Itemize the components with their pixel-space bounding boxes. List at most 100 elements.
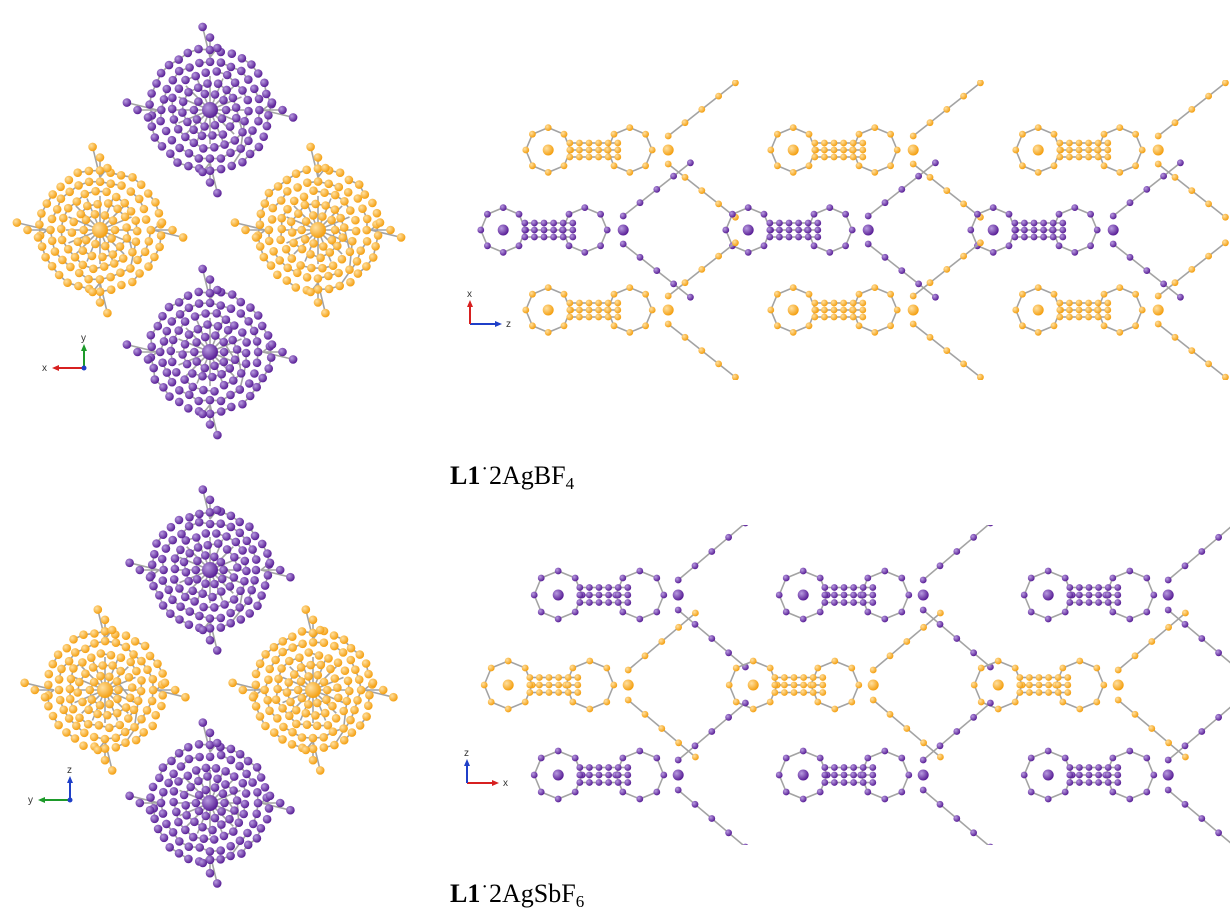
purple-atom (167, 104, 177, 114)
orange-atom (42, 199, 52, 208)
purple-atom (236, 369, 246, 378)
purple-atom (1215, 829, 1222, 837)
bond (656, 269, 675, 285)
orange-atom (79, 741, 88, 750)
orange-atom (1032, 144, 1044, 156)
orange-atom (732, 664, 740, 672)
purple-atom (227, 290, 237, 299)
orange-atom (126, 264, 135, 273)
orange-atom (1154, 160, 1162, 168)
purple-atom (497, 224, 509, 236)
purple-atom (203, 79, 212, 88)
bond (922, 609, 941, 625)
purple-atom (183, 771, 193, 781)
purple-atom (147, 342, 156, 352)
orange-atom (1054, 689, 1062, 696)
orange-atom (105, 672, 114, 682)
orange-chain-unit (480, 609, 699, 761)
orange-atom (542, 144, 554, 156)
purple-atom (254, 116, 263, 126)
purple-atom (776, 219, 783, 227)
orange-atom (144, 237, 154, 246)
purple-chain-unit (1020, 706, 1230, 844)
orange-atom (80, 728, 89, 738)
orange-atom (698, 106, 706, 113)
purple-atom (672, 769, 684, 781)
orange-atom (311, 711, 320, 720)
orange-atom (529, 322, 536, 330)
purple-atom (213, 285, 222, 295)
purple-atom (253, 788, 262, 797)
bond (912, 163, 931, 178)
orange-atom (126, 657, 135, 667)
purple-atom (174, 84, 184, 93)
purple-atom (244, 75, 253, 84)
axis-arrowhead (38, 797, 45, 803)
orange-atom (1056, 299, 1064, 307)
orange-atom (747, 679, 759, 691)
purple-atom (156, 116, 165, 126)
orange-atom (318, 263, 327, 273)
purple-atom (203, 540, 212, 550)
orange-atom (1066, 299, 1073, 307)
bond (701, 95, 720, 111)
orange-atom (255, 242, 265, 251)
orange-atom (1222, 239, 1229, 247)
purple-atom (797, 769, 809, 781)
orange-atom (610, 130, 618, 138)
purple-atom (192, 357, 201, 366)
orange-atom (1066, 153, 1073, 161)
purple-atom (262, 89, 271, 99)
bond (152, 229, 184, 239)
orange-atom (576, 146, 583, 154)
purple-atom (212, 738, 222, 748)
purple-atom (264, 804, 274, 813)
orange-atom (1075, 299, 1083, 307)
bond (929, 176, 948, 192)
orange-atom (251, 680, 261, 690)
orange-atom (339, 735, 349, 745)
purple-atom (217, 587, 226, 596)
purple-atom (170, 564, 180, 574)
orange-atom (131, 237, 141, 246)
axis-triad: xz (464, 748, 508, 789)
orange-atom (362, 225, 372, 235)
purple-atom (147, 89, 156, 98)
orange-atom (1152, 304, 1164, 316)
orange-atom (264, 188, 274, 198)
orange-atom (504, 657, 512, 665)
orange-atom (566, 146, 574, 154)
orange-atom (78, 246, 88, 255)
purple-atom (722, 226, 730, 234)
purple-atom (831, 771, 838, 779)
orange-atom (1093, 698, 1101, 706)
orange-atom (128, 247, 137, 257)
bond (1157, 282, 1176, 297)
purple-atom (216, 846, 225, 855)
orange-atom (128, 173, 137, 182)
purple-atom (850, 591, 857, 599)
purple-atom (1040, 226, 1047, 234)
purple-atom (243, 95, 253, 105)
purple-atom (202, 344, 218, 360)
purple-atom (181, 75, 190, 85)
bond (884, 188, 903, 204)
bond (889, 640, 908, 657)
orange-atom (73, 688, 82, 697)
orange-atom (521, 698, 529, 706)
orange-atom (44, 680, 53, 690)
orange-atom (614, 146, 622, 154)
purple-atom (1066, 591, 1074, 599)
purple-atom (1059, 219, 1067, 227)
purple-atom (226, 851, 235, 861)
purple-atom (804, 226, 812, 234)
orange-atom (277, 213, 287, 223)
purple-atom (175, 837, 184, 846)
orange-atom (522, 306, 530, 314)
purple-atom (691, 800, 699, 808)
purple-atom (267, 98, 277, 107)
purple-atom (595, 591, 603, 599)
purple-atom (194, 790, 204, 800)
orange-atom (126, 187, 136, 196)
